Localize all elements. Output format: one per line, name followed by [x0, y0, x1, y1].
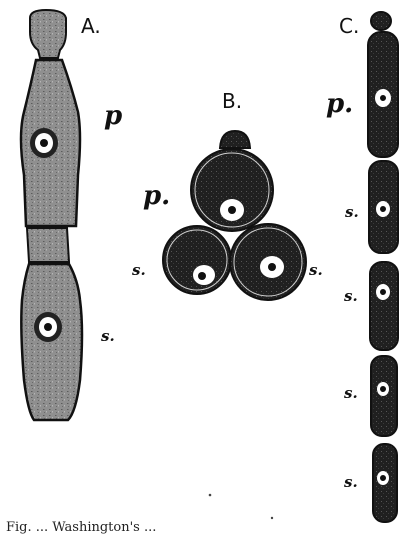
panel-b-label: B.: [222, 89, 242, 113]
speck-dot: [209, 494, 212, 497]
panel-b-label-p: p.: [143, 181, 170, 211]
panel-c-label-s-3: s.: [344, 384, 358, 402]
panel-c-label: C.: [339, 14, 359, 38]
panel-c-s-nucleus-2: [376, 284, 390, 300]
panel-c-p-nucleus: [375, 89, 391, 107]
panel-c-label-p: p.: [326, 89, 353, 119]
panel-b-s-cell-left: [163, 226, 231, 294]
panel-c-s-nucleus-1: [376, 201, 390, 217]
panel-c: C. p.: [326, 12, 398, 522]
panel-c-label-s-2: s.: [344, 287, 358, 305]
panel-c-s-cell-2: [370, 262, 398, 350]
panel-b: B. p. s. s.: [132, 89, 323, 300]
panel-a: A. p s.: [21, 10, 122, 420]
figure-caption: Fig. ... Washington's ...: [6, 520, 156, 534]
panel-b-s-nucleus-left: [193, 265, 215, 285]
panel-c-s-cell-3: [371, 356, 397, 436]
panel-a-top-cell: [30, 10, 66, 58]
panel-c-label-s-1: s.: [345, 203, 359, 221]
panel-c-s-nucleus-4: [377, 471, 389, 485]
panel-c-apical-cell: [371, 12, 391, 30]
panel-a-junction-cell: [27, 228, 69, 262]
panel-a-label-s: s.: [101, 327, 115, 345]
panel-b-apical-cell: [220, 131, 250, 148]
panel-a-s-cell: [21, 264, 82, 420]
panel-c-label-s-4: s.: [344, 473, 358, 491]
panel-a-p-nucleus: [30, 128, 58, 158]
panel-c-s-nucleus-3: [377, 382, 389, 396]
panel-a-label-p: p: [104, 101, 122, 131]
panel-a-s-nucleus: [34, 312, 62, 342]
panel-a-label: A.: [81, 14, 101, 38]
panel-b-s-nucleus-right: [260, 256, 284, 278]
panel-b-p-nucleus: [220, 199, 244, 221]
panel-b-label-s-right: s.: [309, 261, 323, 279]
panel-b-label-s-left: s.: [132, 261, 146, 279]
speck-dot: [271, 517, 273, 519]
